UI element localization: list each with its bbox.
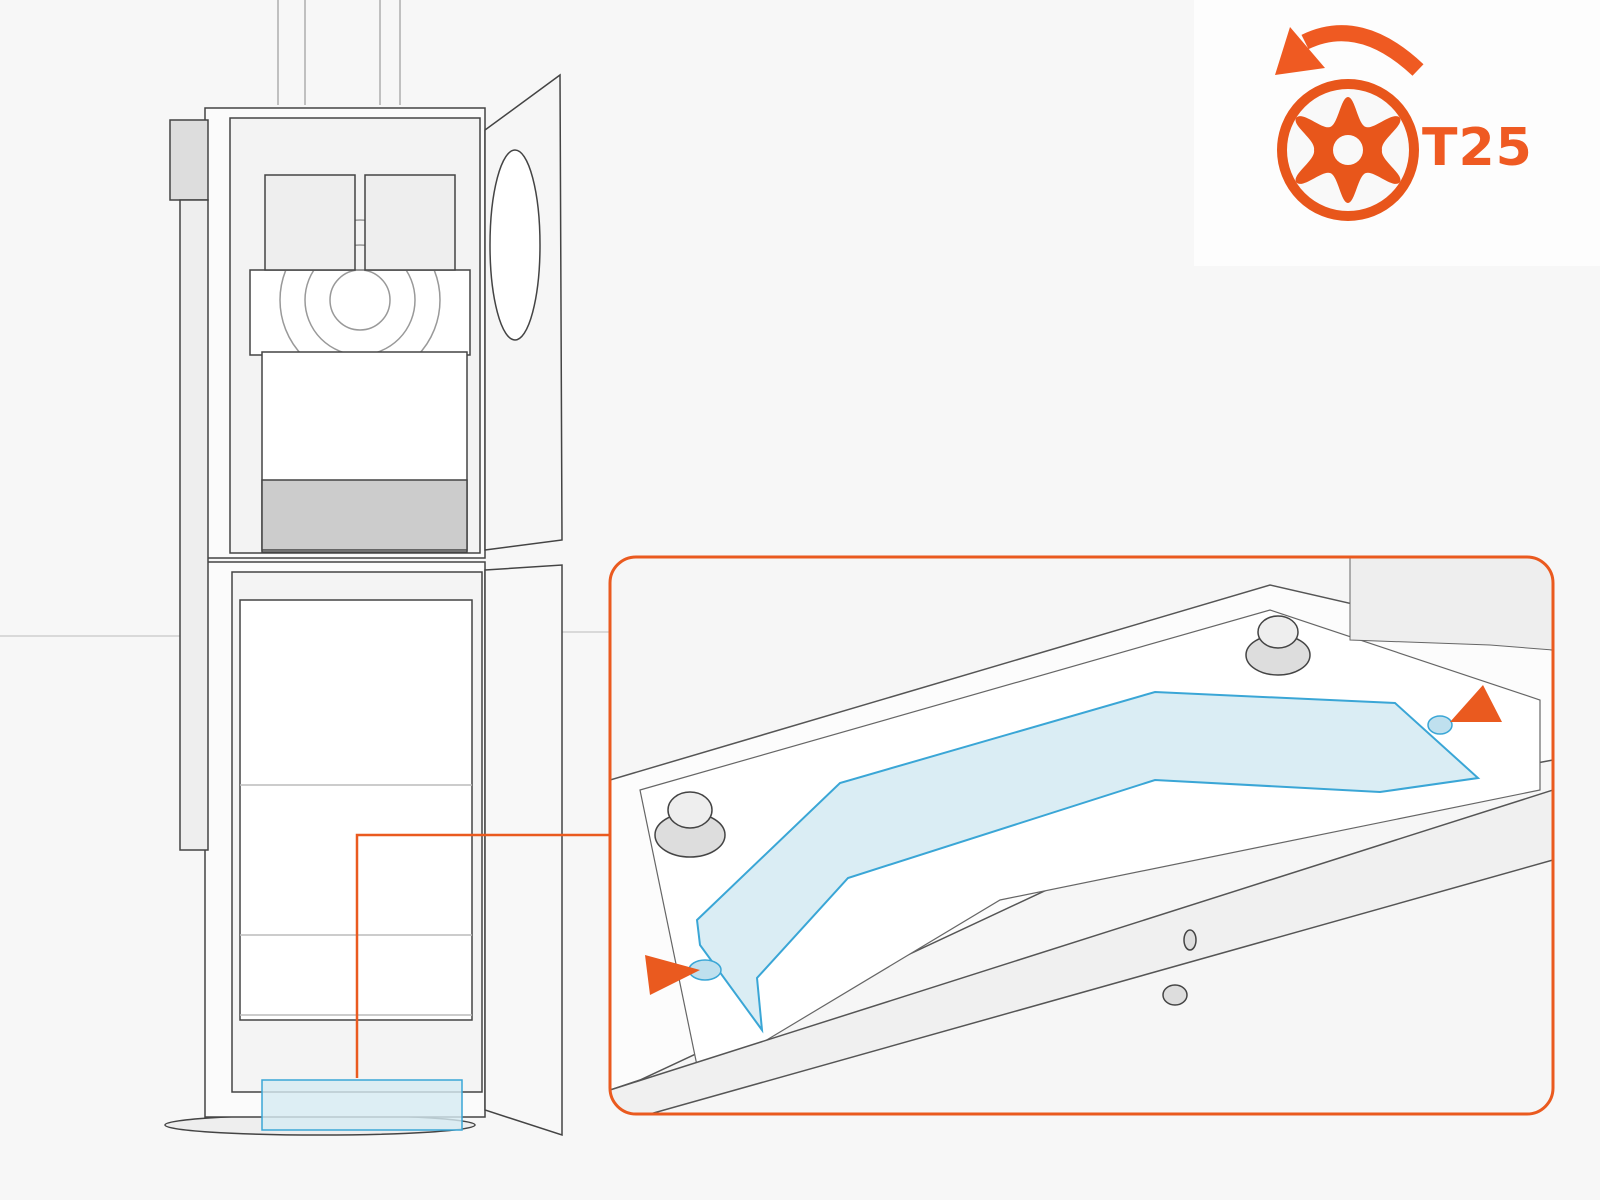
mounting-poles (277, 0, 401, 105)
arrow-pointer-icon (645, 955, 700, 995)
detail-callout (610, 557, 1553, 1114)
arrow-pointer-icon (1450, 685, 1502, 722)
torx-size-label: T25 (1422, 118, 1533, 178)
counter-clockwise-arrow-icon (1301, 25, 1424, 76)
bracket-highlight-small (261, 1079, 463, 1131)
nut (654, 615, 1311, 1006)
arrow-head (1275, 27, 1325, 75)
tool-info-panel: T25 (1194, 0, 1600, 266)
callout-leader-line (355, 833, 610, 1078)
screw (1427, 715, 1453, 735)
bracket-highlight (695, 690, 1481, 1034)
torx-bit-icon (1277, 79, 1419, 221)
callout-border (608, 555, 1555, 1116)
charger-cabinet (164, 73, 563, 1137)
